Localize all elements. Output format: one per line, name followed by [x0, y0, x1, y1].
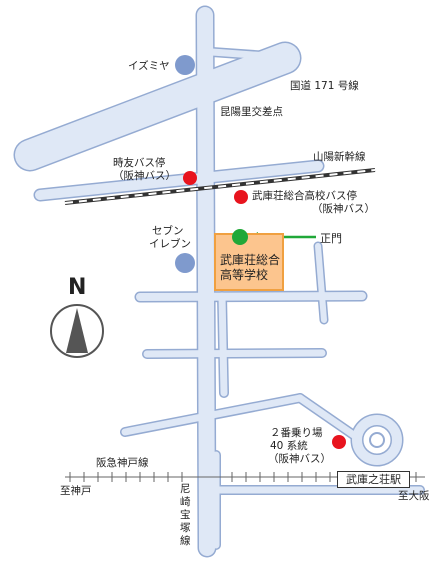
stop2-label-3: （阪神バス）: [268, 453, 331, 465]
stop2-red-dot-icon: [332, 435, 346, 449]
shinkansen-track: [64, 168, 376, 205]
school-name-line2: 高等学校: [220, 268, 269, 282]
hankyu-kobe-line-label: 阪急神戸線: [96, 457, 149, 469]
stop2-label-1: ２番乗り場: [270, 427, 323, 439]
seven-eleven-blue-dot-icon: [175, 253, 195, 273]
koyanosato-crossing-label: 昆陽里交差点: [220, 106, 283, 118]
school-stop-label: 武庫荘総合高校バス停: [252, 190, 357, 202]
compass-north-icon: [50, 304, 104, 358]
izumiya-label: イズミヤ: [128, 60, 170, 72]
amagasaki-takarazuka-line-label: 尼崎宝塚線: [180, 483, 191, 547]
stop2-label-2: 40 系統: [270, 440, 308, 452]
route171-label: 国道 171 号線: [290, 80, 359, 92]
main-gate-label: 正門: [320, 232, 342, 245]
school-building: 武庫荘総合 高等学校: [214, 233, 284, 291]
school-stop-operator-label: （阪神バス）: [312, 203, 375, 215]
road-fills: [15, 7, 424, 556]
to-kobe-label: 至神戸: [60, 485, 92, 497]
tokitomo-stop-red-dot-icon: [183, 171, 197, 185]
tokitomo-operator-label: （阪神バス）: [113, 170, 176, 182]
to-osaka-label: 至大阪: [398, 490, 430, 502]
roundabout-center: [369, 432, 385, 448]
sanyo-shinkansen-label: 山陽新幹線: [313, 151, 366, 163]
seven-eleven-label-2: イレブン: [149, 238, 191, 250]
seven-eleven-label-1: セブン: [152, 225, 184, 237]
north-label: N: [68, 275, 87, 300]
izumiya-blue-dot-icon: [175, 55, 195, 75]
tokitomo-stop-label: 時友バス停: [113, 157, 166, 169]
school-stop-red-dot-icon: [234, 190, 248, 204]
school-name-line1: 武庫荘総合: [220, 253, 281, 267]
mukonoso-station: 武庫之荘駅: [337, 471, 410, 488]
